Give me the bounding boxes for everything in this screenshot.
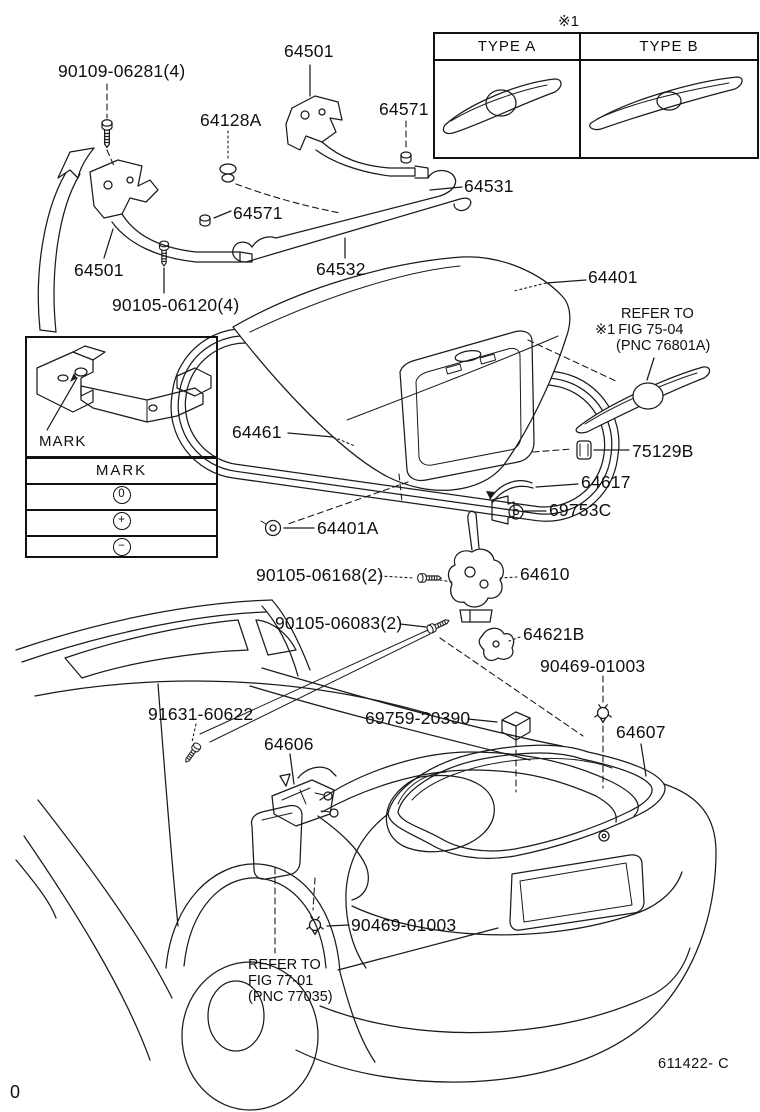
type-table-divider	[579, 34, 581, 157]
ref-note-fig77-line1: REFER TO	[248, 957, 321, 973]
hinge-top-drawing	[285, 95, 429, 179]
mark-table-header: MARK	[95, 462, 148, 479]
part-label-64501-left: 64501	[74, 260, 124, 280]
ref-note-fig77-line2: FIG 77-01	[248, 973, 314, 989]
cushion-64401a-icon	[260, 519, 282, 537]
weatherstrip-arc-drawing	[37, 147, 95, 333]
mark-row-plus: +	[27, 509, 216, 535]
garnish-type-b-icon	[589, 76, 743, 131]
type-b-header: TYPE B	[639, 38, 699, 55]
grommet-64128a-icon	[219, 163, 237, 183]
mark-symbol-0: 0	[112, 486, 131, 505]
type-table-header: TYPE A TYPE B	[435, 34, 757, 61]
stud-91631-60622-icon	[182, 741, 203, 765]
part-label-64401: 64401	[588, 267, 638, 287]
bracket-drawing	[36, 345, 212, 431]
part-label-91631-60622: 91631-60622	[148, 704, 254, 724]
cylinder-69753c-drawing	[491, 495, 524, 525]
nut-64571-mid-icon	[199, 214, 211, 227]
dashed-reference-lines	[106, 83, 619, 954]
ref-note-fig77-line3: (PNC 77035)	[248, 989, 333, 1005]
cables-64607-drawing	[314, 751, 639, 901]
car-body-drawing	[15, 599, 717, 1111]
bolt-90109-06281-icon	[101, 119, 113, 149]
mark-panel: MARK MARK 0 + −	[25, 336, 218, 558]
page-indicator: 0	[10, 1082, 21, 1102]
nut-64571-top-icon	[400, 151, 412, 164]
part-label-90109-06281: 90109-06281(4)	[58, 61, 186, 81]
part-label-75129b: 75129B	[632, 441, 694, 461]
mark-callout: MARK	[39, 433, 87, 450]
part-label-64501-top: 64501	[284, 41, 334, 61]
part-label-64617: 64617	[581, 472, 631, 492]
ref-note-fig77: REFER TO FIG 77-01 (PNC 77035)	[248, 957, 333, 1005]
hinge-left-drawing	[89, 159, 253, 263]
leader-lines	[103, 64, 655, 971]
part-label-64532: 64532	[316, 259, 366, 279]
bolt-90105-06168-icon	[417, 573, 442, 583]
mark-table: MARK 0 + −	[27, 456, 216, 561]
opener-64606-drawing	[271, 766, 337, 827]
part-label-90105-06168: 90105-06168(2)	[256, 565, 384, 585]
part-label-90105-06120: 90105-06120(4)	[112, 295, 240, 315]
type-variant-table: TYPE A TYPE B	[433, 32, 759, 159]
type-table-note: ※1	[558, 13, 579, 30]
part-label-69753c: 69753C	[549, 500, 612, 520]
ref-note-fig75-line1: REFER TO	[621, 306, 694, 322]
clip-90469-lower-icon	[306, 916, 324, 936]
clip-75129b-drawing	[576, 440, 592, 460]
part-label-64128a: 64128A	[200, 110, 262, 130]
ref-note-fig75-line3: (PNC 76801A)	[616, 338, 711, 354]
trunk-lid-drawing	[232, 256, 571, 491]
part-label-64607: 64607	[616, 722, 666, 742]
clip-90469-upper-icon	[594, 704, 612, 724]
garnish-type-a-icon	[442, 78, 562, 135]
part-label-90469-01003-lower: 90469-01003	[351, 915, 457, 935]
bolt-90105-06083-icon	[425, 616, 452, 635]
type-a-header: TYPE A	[477, 38, 537, 55]
part-label-64401a: 64401A	[317, 518, 379, 538]
part-label-64461: 64461	[232, 422, 282, 442]
mark-row-minus: −	[27, 535, 216, 561]
part-label-64571-mid: 64571	[233, 203, 283, 223]
garnish-side-drawing	[575, 366, 711, 434]
part-label-69759-20390: 69759-20390	[365, 708, 471, 728]
part-label-64610: 64610	[520, 564, 570, 584]
mark-row-0: 0	[27, 483, 216, 509]
part-label-64621b: 64621B	[523, 624, 585, 644]
mark-symbol-minus: −	[112, 538, 131, 557]
part-label-90105-06083: 90105-06083(2)	[275, 613, 403, 633]
figure-code: 611422- C	[658, 1056, 730, 1072]
mark-symbol-plus: +	[112, 512, 131, 531]
part-label-64531: 64531	[464, 176, 514, 196]
part-label-64606: 64606	[264, 734, 314, 754]
part-label-90469-01003-upper: 90469-01003	[540, 656, 646, 676]
striker-64621b-drawing	[478, 627, 515, 662]
lock-64610-drawing	[447, 510, 504, 623]
part-label-64571-top: 64571	[379, 99, 429, 119]
